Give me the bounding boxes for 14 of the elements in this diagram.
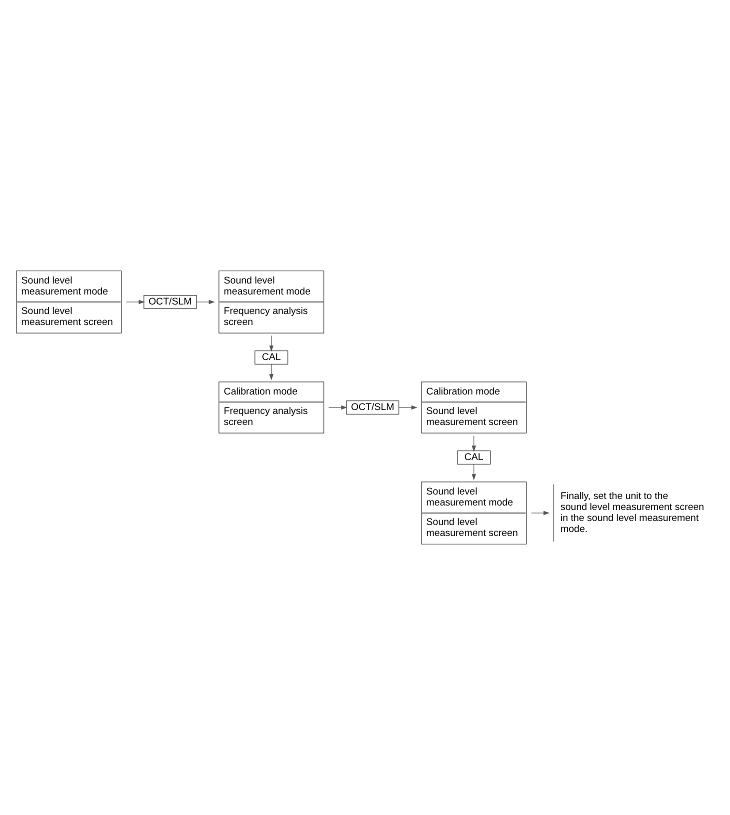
arrow [126,300,145,304]
node-box: CAL [457,450,491,465]
arrow [472,435,476,452]
arrow [472,464,476,480]
arrow [269,335,274,352]
node-box: CAL [254,350,288,364]
node-box: OCT/SLM [144,294,197,309]
arrow [328,405,348,410]
node-box: OCT/SLM [346,400,400,415]
arrow [531,510,550,516]
arrow [269,364,274,380]
node-text: Finally, set the unit to the sound level measurement screen in the sound level measurement mode. [560,490,704,535]
arrow [196,300,215,304]
arrow [398,405,418,410]
